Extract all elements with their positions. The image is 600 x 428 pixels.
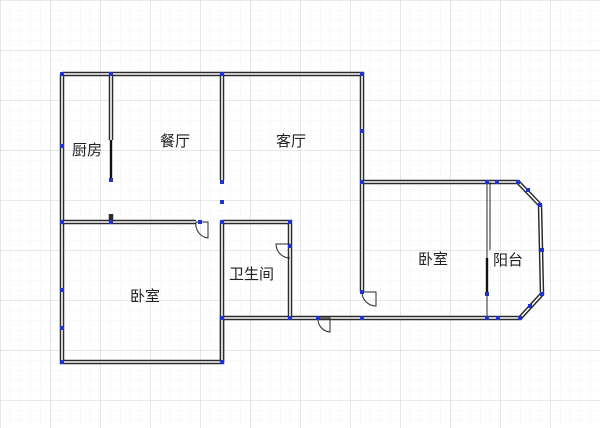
room-label-bedroom-left: 卧室 [130, 287, 160, 305]
room-label-living: 客厅 [276, 132, 306, 150]
room-label-kitchen: 厨房 [72, 141, 102, 159]
vertex-nodes [60, 72, 544, 364]
room-label-bedroom-right: 卧室 [418, 250, 448, 268]
doors [195, 221, 377, 333]
room-label-balcony: 阳台 [493, 251, 523, 269]
room-label-dining: 餐厅 [160, 132, 190, 150]
wall-markers [109, 140, 489, 294]
room-label-bathroom: 卫生间 [229, 265, 274, 283]
